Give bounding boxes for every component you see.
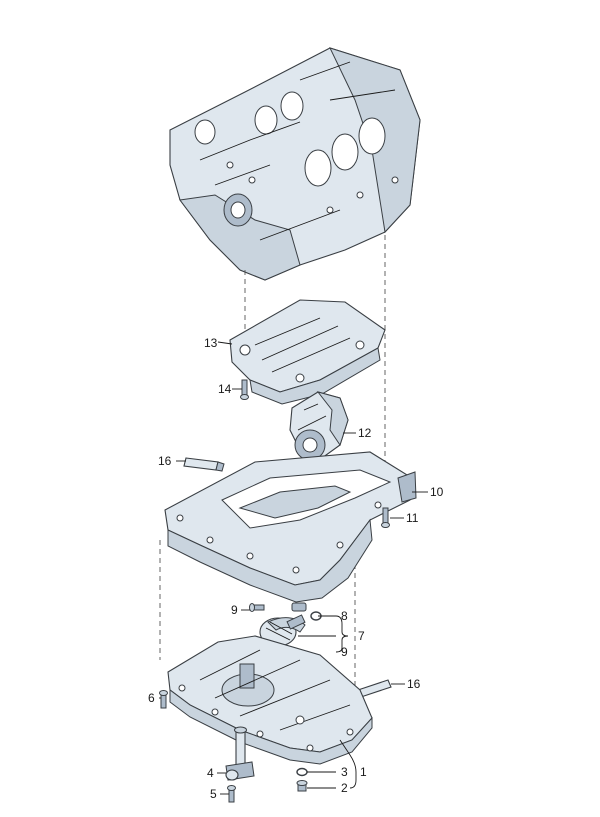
- oil-pump-part-12: [289, 391, 349, 461]
- sealant-tube-part-16-top: [183, 457, 225, 472]
- callout-12: 12: [358, 426, 372, 440]
- callout-8: 8: [341, 609, 348, 623]
- callout-13: 13: [204, 336, 218, 350]
- engine-block: [169, 47, 421, 281]
- callout-10: 10: [430, 485, 444, 499]
- callout-14: 14: [218, 382, 232, 396]
- callout-labels: 13 14 12 16 10 11 9 8 7 9 6 16 4 5 3 1 2: [148, 336, 444, 801]
- leader-lines: [159, 341, 428, 795]
- callout-9-assembly: 9: [341, 645, 348, 659]
- callout-9-bolt: 9: [231, 603, 238, 617]
- drain-plug-part-2: [296, 780, 308, 792]
- seal-ring-part-3: [296, 767, 308, 777]
- callout-7: 7: [358, 629, 365, 643]
- callout-4: 4: [207, 766, 214, 780]
- upper-oil-pan-part-10: [164, 451, 417, 603]
- callout-16-bottom: 16: [407, 677, 421, 691]
- bolt-part-11: [381, 507, 390, 528]
- oil-sensor-part-4: [225, 726, 255, 781]
- callout-2: 2: [341, 781, 348, 795]
- bolt-part-9: [249, 603, 265, 612]
- callout-16-top: 16: [158, 454, 172, 468]
- callout-3: 3: [341, 765, 348, 779]
- oil-pickup-part-7: [259, 602, 307, 647]
- lower-oil-pan-part-1: [167, 635, 373, 765]
- callout-11: 11: [406, 511, 419, 525]
- bolt-part-14: [240, 379, 249, 400]
- callout-6: 6: [148, 691, 155, 705]
- callout-1: 1: [360, 765, 367, 779]
- bolt-part-6: [159, 690, 168, 709]
- baffle-plate-part-13: [229, 299, 386, 405]
- callout-5: 5: [210, 787, 217, 801]
- bolt-part-5: [227, 785, 236, 803]
